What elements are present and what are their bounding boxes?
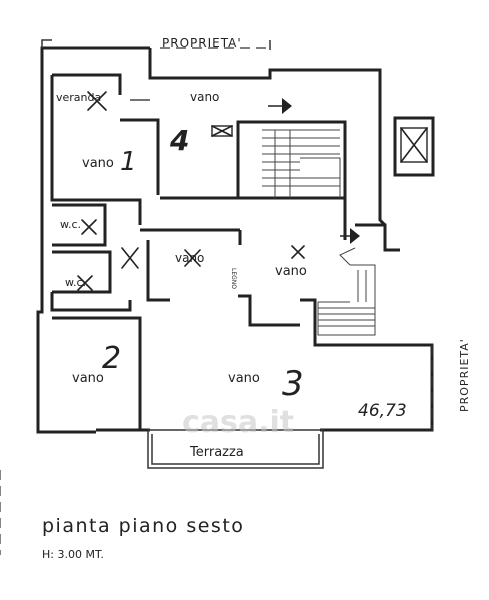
vano-top-label: vano [190, 90, 219, 104]
proprieta-right-label: PROPRIETA' [458, 338, 471, 412]
terrace [147, 429, 324, 469]
watermark: casa.it [182, 405, 294, 440]
demolition-marks [77, 91, 305, 291]
caption-height-note: H: 3.00 MT. [42, 548, 104, 561]
proprieta-top-label: PROPRIETA' [162, 36, 242, 50]
vano-2-word: vano [72, 371, 104, 386]
stairs [262, 129, 376, 336]
vano-right-label: vano [275, 264, 307, 279]
elevator-shaft [400, 127, 428, 163]
vano-3-number: 3 [282, 364, 304, 404]
interior-walls [50, 73, 435, 430]
caption-title: pianta piano sesto [42, 515, 244, 537]
vano-3-word: vano [228, 371, 260, 386]
vano-2-number: 2 [102, 341, 121, 376]
legno-label: LEGNO [230, 268, 237, 289]
door-arrows [130, 98, 360, 244]
wc-1-label: w.c. [60, 218, 81, 231]
floor-number-mark: 4 [169, 124, 189, 157]
vano-1-number: 1 [120, 147, 137, 177]
vano-1-word: vano [82, 156, 114, 171]
area-label: 46,73 [358, 401, 407, 421]
veranda-label: veranda [56, 91, 101, 104]
wc-2-label: w.c. [65, 276, 86, 289]
boundary-lines [0, 47, 433, 555]
terrazza-label: Terrazza [189, 445, 244, 460]
vano-center-label: vano [175, 251, 204, 265]
